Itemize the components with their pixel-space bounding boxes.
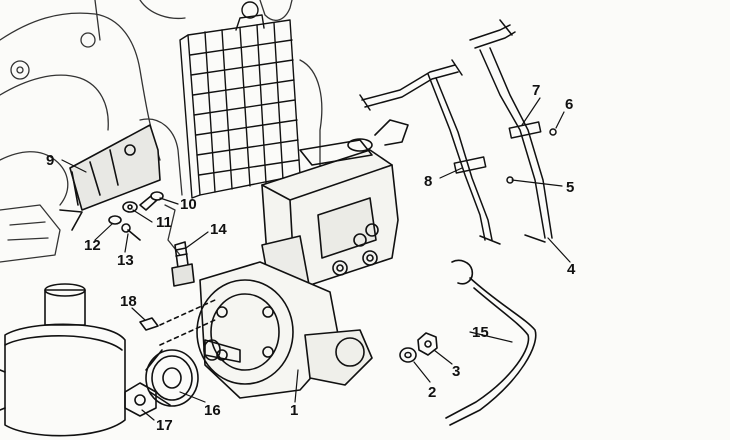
callout-14: 14 [210,221,227,238]
callout-13: 13 [117,252,134,269]
fuel-pipes-parts-4-8 [359,19,557,245]
callout-2: 2 [428,384,437,401]
callout-18: 18 [120,293,137,310]
callout-5: 5 [566,179,575,196]
nut-part-3 [417,332,438,356]
filter-cage [179,1,301,199]
return-hose-part-15 [445,259,537,426]
callout-7: 7 [532,82,541,99]
injection-pump-body [159,119,409,399]
callout-9: 9 [46,152,55,169]
callout-16: 16 [204,402,221,419]
callout-12: 12 [84,237,101,254]
nut-part-17 [124,382,157,417]
key-part-18 [139,317,159,331]
washer-part-2 [399,347,417,363]
callout-3: 3 [452,363,461,380]
callout-6: 6 [565,96,574,113]
callout-8: 8 [424,173,433,190]
engine-block-outline [0,0,323,263]
callout-11: 11 [156,214,172,231]
callout-10: 10 [180,196,197,213]
callout-1: 1 [290,402,299,419]
callout-17: 17 [156,417,173,434]
oil-filter [0,283,126,437]
callout-4: 4 [567,261,576,278]
pipe-union-part-14 [171,241,195,287]
callout-15: 15 [472,324,489,341]
small-bolts-10-13 [108,191,164,241]
bracket-part-9 [59,124,161,231]
drive-gear-part-16 [145,349,199,407]
leader-lines [61,97,571,421]
